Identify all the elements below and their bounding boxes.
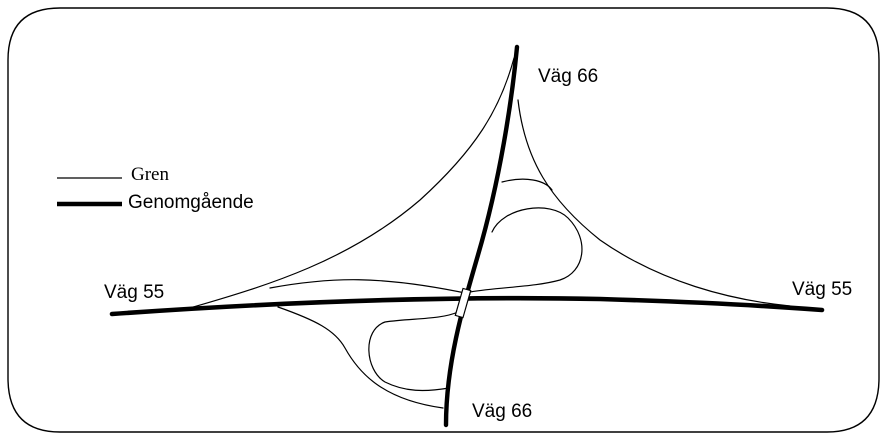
- legend-through-label: Genomgående: [128, 192, 254, 213]
- label-road-66-south: Väg 66: [472, 401, 533, 422]
- ramp-west-connector: [269, 279, 471, 295]
- ramp-loop-northeast-inner: [469, 207, 583, 293]
- label-road-66-north: Väg 66: [538, 66, 599, 87]
- legend-branch-label: Gren: [131, 164, 169, 185]
- label-road-55-east: Väg 55: [792, 279, 853, 300]
- road-55: [109, 295, 825, 317]
- ramp-loop-southwest-inner: [368, 311, 459, 392]
- through-roads: [109, 44, 825, 428]
- ramp-loop-northeast: [501, 178, 553, 191]
- road-66: [443, 44, 520, 428]
- ramp-west-north: [189, 57, 515, 309]
- diagram-frame: [7, 7, 880, 433]
- branch-ramps: [189, 57, 791, 409]
- label-road-55-west: Väg 55: [104, 282, 165, 303]
- ramp-loop-southwest: [277, 306, 444, 409]
- ramp-north-east: [517, 99, 791, 307]
- bridge-marker: [454, 287, 472, 319]
